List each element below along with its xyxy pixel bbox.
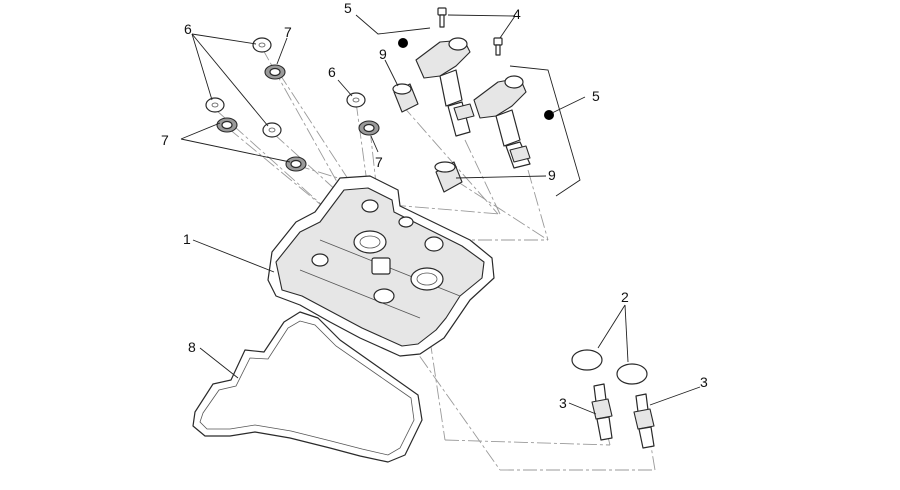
ignition-coil-upper <box>415 37 475 137</box>
gasket <box>192 311 423 463</box>
callout-8: 8 <box>188 339 196 355</box>
callout-3-right: 3 <box>700 374 708 390</box>
callout-7-upper: 7 <box>284 24 292 40</box>
callout-labels: 1 2 3 3 4 5 5 6 6 7 7 7 8 9 9 <box>161 0 708 411</box>
washers-part-6 <box>205 37 366 138</box>
callout-6-center: 6 <box>328 64 336 80</box>
callout-9-upper: 9 <box>379 46 387 62</box>
callout-6-left: 6 <box>184 21 192 37</box>
callout-2: 2 <box>621 289 629 305</box>
callout-9-lower: 9 <box>548 167 556 183</box>
callout-5-upper: 5 <box>344 0 352 16</box>
valve-cover <box>267 175 495 357</box>
callout-5-right: 5 <box>592 88 600 104</box>
callout-1: 1 <box>183 231 191 247</box>
ignition-coil-lower <box>473 75 531 169</box>
callout-7-left: 7 <box>161 132 169 148</box>
grommets-part-7 <box>216 64 380 172</box>
coil-marker-dot-upper <box>398 38 408 48</box>
leader-lines <box>180 14 701 415</box>
sealing-rings-part-2 <box>571 349 648 385</box>
coil-bolts <box>437 7 503 56</box>
coil-marker-dot-lower <box>544 110 554 120</box>
callout-4: 4 <box>513 6 521 22</box>
callout-3-left: 3 <box>559 395 567 411</box>
spark-plugs-part-3 <box>591 383 655 449</box>
coil-rubber-sleeves <box>392 83 463 193</box>
callout-7-center: 7 <box>375 154 383 170</box>
